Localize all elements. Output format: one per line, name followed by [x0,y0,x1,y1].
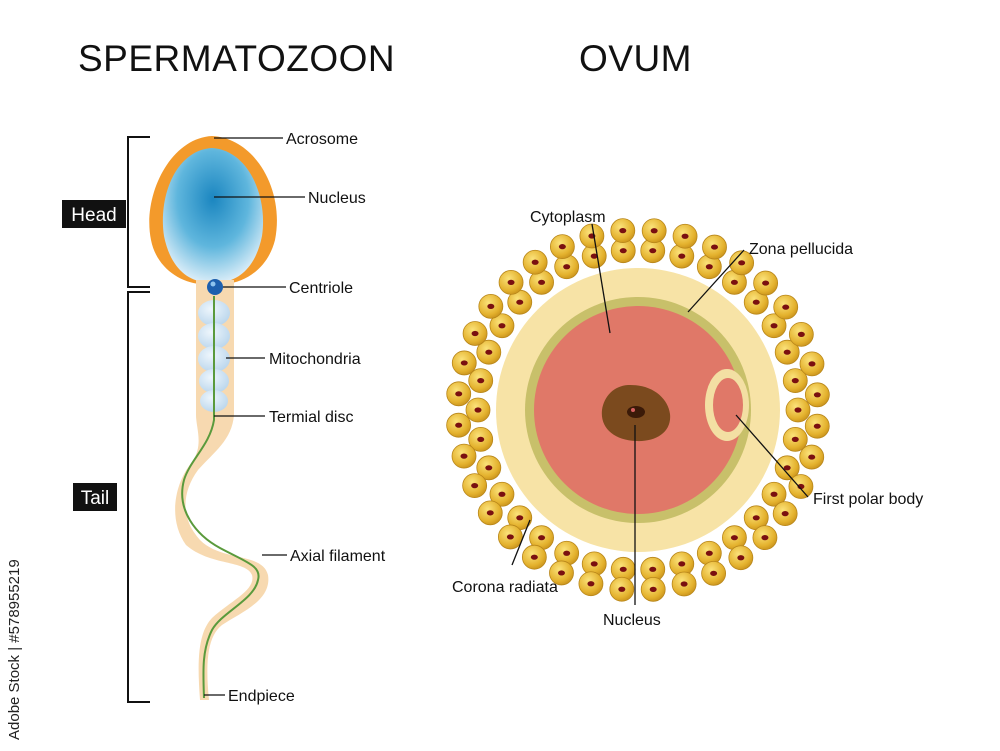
corona-cell [804,413,830,439]
corona-cell [579,223,605,249]
corona-cell [702,234,727,260]
label-first-polar-body: First polar body [813,491,923,508]
sperm-leader-lines [204,137,305,696]
corona-cell [696,540,722,566]
corona-cell [774,455,800,481]
corona-cell [782,426,808,452]
nucleolus [627,406,645,418]
corona-cell [761,481,787,507]
tail-sheath [175,282,269,700]
head-bracket [127,136,150,288]
label-corona-radiata: Corona radiata [452,579,558,596]
spermatozoon-title: SPERMATOZOON [78,38,396,79]
corona-cell [478,293,504,319]
corona-cell [549,234,575,260]
corona-cell [722,269,747,295]
corona-cell [701,560,727,586]
corona-cell [788,321,814,347]
head-section-label-bg [62,200,126,228]
corona-cell [669,551,695,577]
centriole [207,279,223,295]
sperm-nucleus [162,148,264,282]
corona-cell [761,313,787,339]
corona-cell [671,571,697,597]
label-mitochondria: Mitochondria [269,351,361,368]
corona-cell [462,321,488,346]
axial-filament [181,296,260,699]
corona-cell [640,556,666,582]
corona-cell [774,339,800,365]
corona-cell [696,254,722,280]
corona-cell [554,254,580,280]
label-ovum-nucleus: Nucleus [603,612,661,629]
label-zona-pellucida: Zona pellucida [749,241,853,258]
corona-cell [451,443,477,469]
corona-cell [446,412,472,438]
watermark-id: Adobe Stock | #578955219 [6,559,23,740]
corona-cell [451,350,477,376]
corona-cell [772,501,798,527]
corona-cell [498,269,524,295]
corona-cell [446,381,472,407]
corona-cell [640,238,666,264]
label-centriole: Centriole [289,280,353,297]
corona-cell [462,473,488,499]
tail-section-label: Tail [81,488,110,509]
ovum-title: OVUM [579,38,692,79]
corona-cell [489,481,515,507]
label-cytoplasm: Cytoplasm [530,209,606,226]
corona-cell [468,426,494,452]
corona-cell [529,269,554,295]
corona-cell [476,339,502,365]
label-endpiece: Endpiece [228,688,295,705]
corona-cell [578,571,604,597]
corona-cell [489,313,515,339]
corona-cell [609,576,635,602]
corona-cell [522,249,548,275]
corona-cell [728,545,754,571]
ovum-leader-lines [511,223,809,605]
label-axial-filament: Axial filament [290,548,386,565]
corona-cell [549,560,574,586]
corona-cell [641,218,667,244]
corona-cell [753,270,779,296]
corona-cell [468,368,494,394]
corona-cell [640,576,666,602]
corona-cell [752,525,778,551]
corona-cell [782,368,808,394]
corona-cell [477,500,503,526]
label-sperm-nucleus: Nucleus [308,190,366,207]
corona-cell [465,397,491,423]
corona-cell [476,455,502,481]
corona-cell [785,397,811,423]
corona-cell [788,474,814,499]
corona-cell [804,382,830,408]
corona-cell [521,544,547,570]
corona-cell [672,223,698,249]
first-polar-body [713,378,743,432]
corona-radiata [446,218,830,602]
corona-cell [729,250,755,276]
ovum: Cytoplasm Zona pellucida First polar bod… [446,209,923,629]
spermatozoon: Head Tail Acrosom [62,131,386,705]
corona-cell [610,218,636,244]
corona-cell [497,524,523,550]
label-terminal-disc: Termial disc [269,409,353,426]
corona-cell [799,444,825,470]
corona-cell [773,294,799,320]
corona-cell [669,243,695,269]
tail-section-label-bg [73,483,117,511]
head-section-label: Head [71,205,116,226]
label-acrosome: Acrosome [286,131,358,148]
corona-cell [799,351,825,377]
tail-bracket [127,291,150,703]
